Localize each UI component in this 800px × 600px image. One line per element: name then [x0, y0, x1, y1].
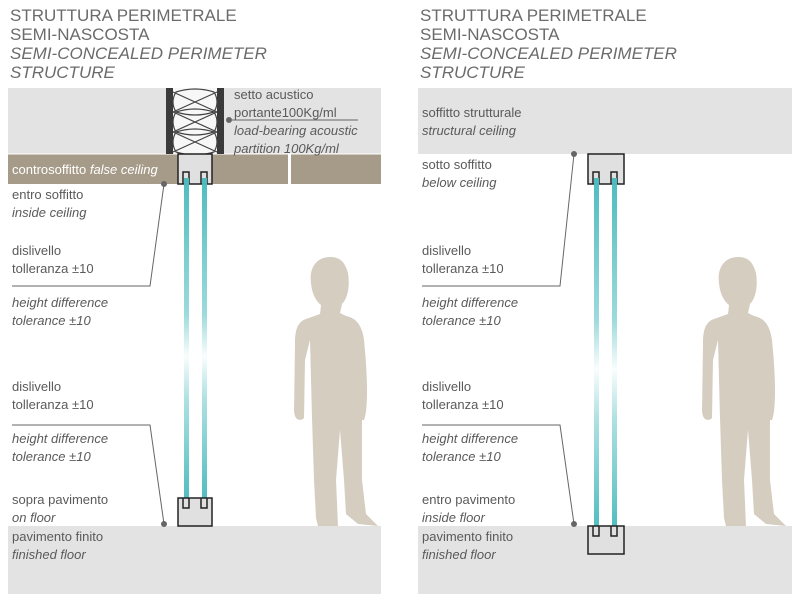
- human-silhouette: [294, 257, 378, 526]
- title-italian-line-1: STRUTTURA PERIMETRALE: [10, 6, 237, 25]
- glass-pane-left: [594, 178, 599, 532]
- bottom-tolerance-label-en-1: height difference: [12, 431, 109, 446]
- top-mount-label: entro soffitto inside ceiling: [12, 186, 86, 222]
- floor-label-en: finished floor: [422, 547, 496, 562]
- top-tolerance-label-it-1: dislivello: [12, 243, 62, 258]
- floor-label-it: pavimento finito: [12, 529, 104, 544]
- title: STRUTTURA PERIMETRALE SEMI-NASCOSTA SEMI…: [10, 6, 267, 82]
- bottom-profile: [177, 497, 213, 527]
- bottom-tolerance-label: dislivello tolleranza ±10 height differe…: [12, 378, 108, 466]
- false-ceiling-label: controsoffitto false ceiling: [12, 161, 158, 179]
- bottom-mount-label-en: inside floor: [422, 510, 485, 525]
- title-english-line-2: STRUCTURE: [420, 63, 525, 82]
- partition-label-en-2: partition 100Kg/ml: [234, 141, 339, 156]
- bottom-tolerance-label-en-1: height difference: [422, 431, 519, 446]
- leader-lines: [422, 151, 577, 527]
- bottom-mount-label: entro pavimento inside floor: [422, 491, 515, 527]
- top-profile: [177, 153, 213, 185]
- human-silhouette: [702, 257, 786, 526]
- top-tolerance-label-it-1: dislivello: [422, 243, 472, 258]
- right-section-drawing: [418, 88, 792, 594]
- top-profile: [587, 153, 625, 185]
- partition-label-en-1: load-bearing acoustic: [234, 123, 358, 138]
- title-italian-line-2: SEMI-NASCOSTA: [10, 25, 150, 44]
- bottom-tolerance-label-it-1: dislivello: [12, 379, 62, 394]
- title-english-line-1: SEMI-CONCEALED PERIMETER: [420, 44, 677, 63]
- floor-label-en: finished floor: [12, 547, 86, 562]
- top-mount-label-it: entro soffitto: [12, 187, 84, 202]
- partition-label: setto acustico portante100Kg/ml load-bea…: [234, 86, 358, 158]
- bottom-tolerance-label-it-2: tolleranza ±10: [12, 397, 94, 412]
- floor-band: [8, 526, 381, 594]
- right-panel: STRUTTURA PERIMETRALE SEMI-NASCOSTA SEMI…: [400, 0, 800, 600]
- top-mount-label-it: sotto soffitto: [422, 157, 492, 172]
- glass-pane-left: [184, 178, 189, 502]
- top-tolerance-label-en-2: tolerance ±10: [12, 313, 91, 328]
- top-mount-label: sotto soffitto below ceiling: [422, 156, 496, 192]
- partition-label-it-1: setto acustico: [234, 87, 314, 102]
- false-ceiling-band: [8, 153, 381, 184]
- ceiling-band: [418, 88, 792, 154]
- top-tolerance-label: dislivello tolleranza ±10 height differe…: [422, 242, 518, 330]
- bottom-mount-label-it: entro pavimento: [422, 492, 516, 507]
- top-mount-label-en: inside ceiling: [12, 205, 87, 220]
- ceiling-label-en: structural ceiling: [422, 123, 516, 138]
- leader-lines: [12, 117, 358, 527]
- title-english-line-1: SEMI-CONCEALED PERIMETER: [10, 44, 267, 63]
- top-tolerance-label: dislivello tolleranza ±10 height differe…: [12, 242, 108, 330]
- bottom-profile: [587, 525, 625, 555]
- acoustic-partition: [166, 88, 224, 156]
- title-english-line-2: STRUCTURE: [10, 63, 115, 82]
- top-tolerance-label-en-1: height difference: [12, 295, 109, 310]
- left-section-drawing: [8, 88, 381, 594]
- bottom-mount-label: sopra pavimento on floor: [12, 491, 108, 527]
- floor-label-it: pavimento finito: [422, 529, 514, 544]
- bottom-tolerance-label-it-2: tolleranza ±10: [422, 397, 504, 412]
- glass-pane-right: [612, 178, 617, 532]
- top-tolerance-label-en-2: tolerance ±10: [422, 313, 501, 328]
- bottom-mount-label-en: on floor: [12, 510, 56, 525]
- false-ceiling-label-en: false ceiling: [89, 162, 158, 177]
- left-panel: STRUTTURA PERIMETRALE SEMI-NASCOSTA SEMI…: [8, 6, 381, 594]
- top-mount-label-en: below ceiling: [422, 175, 497, 190]
- top-tolerance-label-it-2: tolleranza ±10: [422, 261, 504, 276]
- floor-label: pavimento finito finished floor: [12, 528, 103, 564]
- bottom-tolerance-label: dislivello tolleranza ±10 height differe…: [422, 378, 518, 466]
- ceiling-label: soffitto strutturale structural ceiling: [422, 104, 521, 140]
- partition-label-it-2: portante100Kg/ml: [234, 105, 337, 120]
- glass-pane-right: [202, 178, 207, 502]
- bottom-tolerance-label-en-2: tolerance ±10: [422, 449, 501, 464]
- title-italian-line-1: STRUTTURA PERIMETRALE: [420, 6, 647, 25]
- bottom-mount-label-it: sopra pavimento: [12, 492, 109, 507]
- bottom-tolerance-label-it-1: dislivello: [422, 379, 472, 394]
- top-tolerance-label-en-1: height difference: [422, 295, 519, 310]
- false-ceiling-label-it: controsoffitto: [12, 162, 87, 177]
- floor-label: pavimento finito finished floor: [422, 528, 513, 564]
- title: STRUTTURA PERIMETRALE SEMI-NASCOSTA SEMI…: [420, 6, 677, 82]
- bottom-tolerance-label-en-2: tolerance ±10: [12, 449, 91, 464]
- title-italian-line-2: SEMI-NASCOSTA: [420, 25, 560, 44]
- ceiling-label-it: soffitto strutturale: [422, 105, 522, 120]
- top-tolerance-label-it-2: tolleranza ±10: [12, 261, 94, 276]
